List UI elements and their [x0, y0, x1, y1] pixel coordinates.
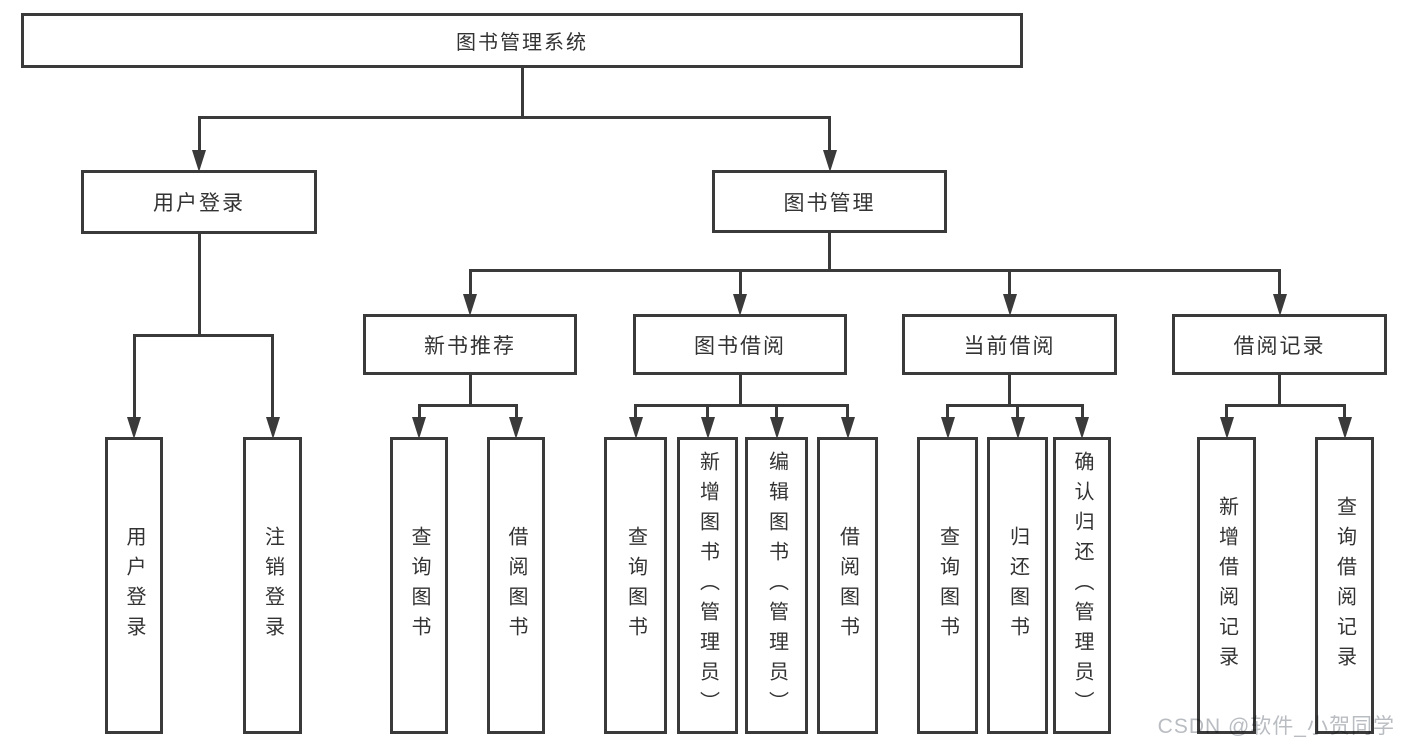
arrow-into-add-record [1219, 417, 1234, 439]
connector-branch-user-login [132, 333, 274, 337]
node-confirm-return: 确认归还（管理员） [1053, 437, 1111, 734]
connector-drop-add-book [706, 405, 709, 421]
connector-drop-new-book-rec [468, 270, 472, 298]
arrow-into-edit-book [769, 417, 784, 439]
arrow-into-borrow-records [1272, 294, 1287, 316]
node-borrow-records: 借阅记录 [1172, 314, 1387, 375]
node-edit-book: 编辑图书（管理员） [745, 437, 808, 734]
arrow-into-book-mgmt [822, 150, 837, 172]
node-label-borrow-book-1: 借阅图书 [505, 525, 527, 646]
connector-trunk-book-mgmt [828, 233, 831, 272]
arrow-into-query-book-3 [940, 417, 955, 439]
connector-trunk-new-book-rec [468, 375, 472, 407]
node-login-action: 用户登录 [105, 437, 163, 734]
node-book-borrow: 图书借阅 [633, 314, 847, 375]
node-label-logout-action: 注销登录 [261, 525, 284, 646]
node-add-record: 新增借阅记录 [1197, 437, 1256, 734]
connector-trunk-borrow-records [1278, 375, 1281, 407]
node-label-add-book: 新增图书（管理员） [696, 450, 719, 721]
connector-drop-borrow-book-1 [514, 405, 518, 421]
node-return-book: 归还图书 [987, 437, 1048, 734]
arrow-into-new-book-rec [463, 294, 477, 316]
node-label-login-action: 用户登录 [123, 525, 145, 646]
node-label-edit-book: 编辑图书（管理员） [765, 450, 788, 721]
connector-drop-confirm-return [1080, 405, 1084, 421]
connector-branch-root [197, 115, 831, 119]
arrow-into-current-borrow [1002, 294, 1017, 316]
connector-drop-query-book-1 [417, 405, 421, 421]
connector-drop-return-book [1016, 405, 1019, 421]
arrow-into-query-record [1337, 417, 1352, 439]
connector-drop-query-book-2 [634, 405, 637, 421]
node-label-root: 图书管理系统 [456, 32, 588, 54]
connector-branch-borrow-records [1225, 403, 1346, 407]
arrow-into-query-book-1 [412, 417, 426, 439]
connector-drop-book-borrow [738, 270, 742, 298]
node-query-record: 查询借阅记录 [1315, 437, 1374, 734]
connector-trunk-root [520, 68, 524, 119]
connector-trunk-book-borrow [738, 375, 742, 407]
node-label-new-book-rec: 新书推荐 [424, 334, 516, 358]
node-label-query-book-3: 查询图书 [936, 525, 959, 646]
arrow-into-borrow-book-1 [509, 417, 523, 439]
node-add-book: 新增图书（管理员） [677, 437, 738, 734]
node-current-borrow: 当前借阅 [902, 314, 1117, 375]
node-label-return-book: 归还图书 [1006, 525, 1029, 646]
node-label-current-borrow: 当前借阅 [963, 334, 1056, 358]
node-borrow-book-1: 借阅图书 [487, 437, 545, 734]
connector-drop-book-mgmt [828, 117, 831, 154]
arrow-into-return-book [1010, 417, 1025, 439]
connector-branch-current-borrow [946, 403, 1084, 407]
arrow-into-book-borrow [733, 294, 747, 316]
connector-drop-borrow-book-2 [846, 405, 849, 421]
csdn-watermark: CSDN @软件_小贺同学 [1157, 715, 1395, 738]
connector-branch-book-mgmt [468, 268, 1281, 272]
connector-branch-new-book-rec [417, 403, 518, 407]
arrow-into-login-action [127, 417, 141, 439]
node-label-query-record: 查询借阅记录 [1333, 495, 1356, 676]
node-query-book-2: 查询图书 [604, 437, 667, 734]
connector-drop-logout-action [271, 335, 274, 421]
node-label-add-record: 新增借阅记录 [1215, 495, 1238, 676]
arrow-into-query-book-2 [628, 417, 643, 439]
connector-branch-book-borrow [634, 403, 849, 407]
arrow-into-add-book [700, 417, 715, 439]
connector-drop-login-action [132, 335, 136, 421]
arrow-into-user-login [192, 150, 206, 172]
node-label-book-borrow: 图书借阅 [694, 334, 786, 358]
node-label-query-book-1: 查询图书 [408, 525, 430, 646]
connector-drop-borrow-records [1278, 270, 1281, 298]
node-root: 图书管理系统 [21, 13, 1023, 68]
connector-drop-query-record [1343, 405, 1346, 421]
node-label-borrow-book-2: 借阅图书 [836, 525, 859, 646]
node-label-book-mgmt: 图书管理 [783, 191, 876, 215]
node-label-confirm-return: 确认归还（管理员） [1071, 450, 1093, 721]
connector-drop-user-login [197, 117, 201, 154]
node-new-book-rec: 新书推荐 [363, 314, 577, 375]
arrow-into-confirm-return [1075, 417, 1089, 439]
connector-trunk-user-login [197, 234, 201, 337]
connector-drop-query-book-3 [946, 405, 949, 421]
node-label-user-login: 用户登录 [153, 192, 245, 215]
node-logout-action: 注销登录 [243, 437, 302, 734]
node-query-book-3: 查询图书 [917, 437, 978, 734]
arrow-into-borrow-book-2 [840, 417, 855, 439]
node-query-book-1: 查询图书 [390, 437, 448, 734]
node-book-mgmt: 图书管理 [712, 170, 947, 233]
arrow-into-logout-action [265, 417, 280, 439]
node-label-borrow-records: 借阅记录 [1233, 334, 1326, 358]
connector-drop-edit-book [775, 405, 778, 421]
node-label-query-book-2: 查询图书 [624, 525, 647, 646]
connector-trunk-current-borrow [1008, 375, 1011, 407]
connector-drop-add-record [1225, 405, 1228, 421]
connector-drop-current-borrow [1008, 270, 1011, 298]
node-borrow-book-2: 借阅图书 [817, 437, 878, 734]
node-user-login: 用户登录 [81, 170, 317, 234]
